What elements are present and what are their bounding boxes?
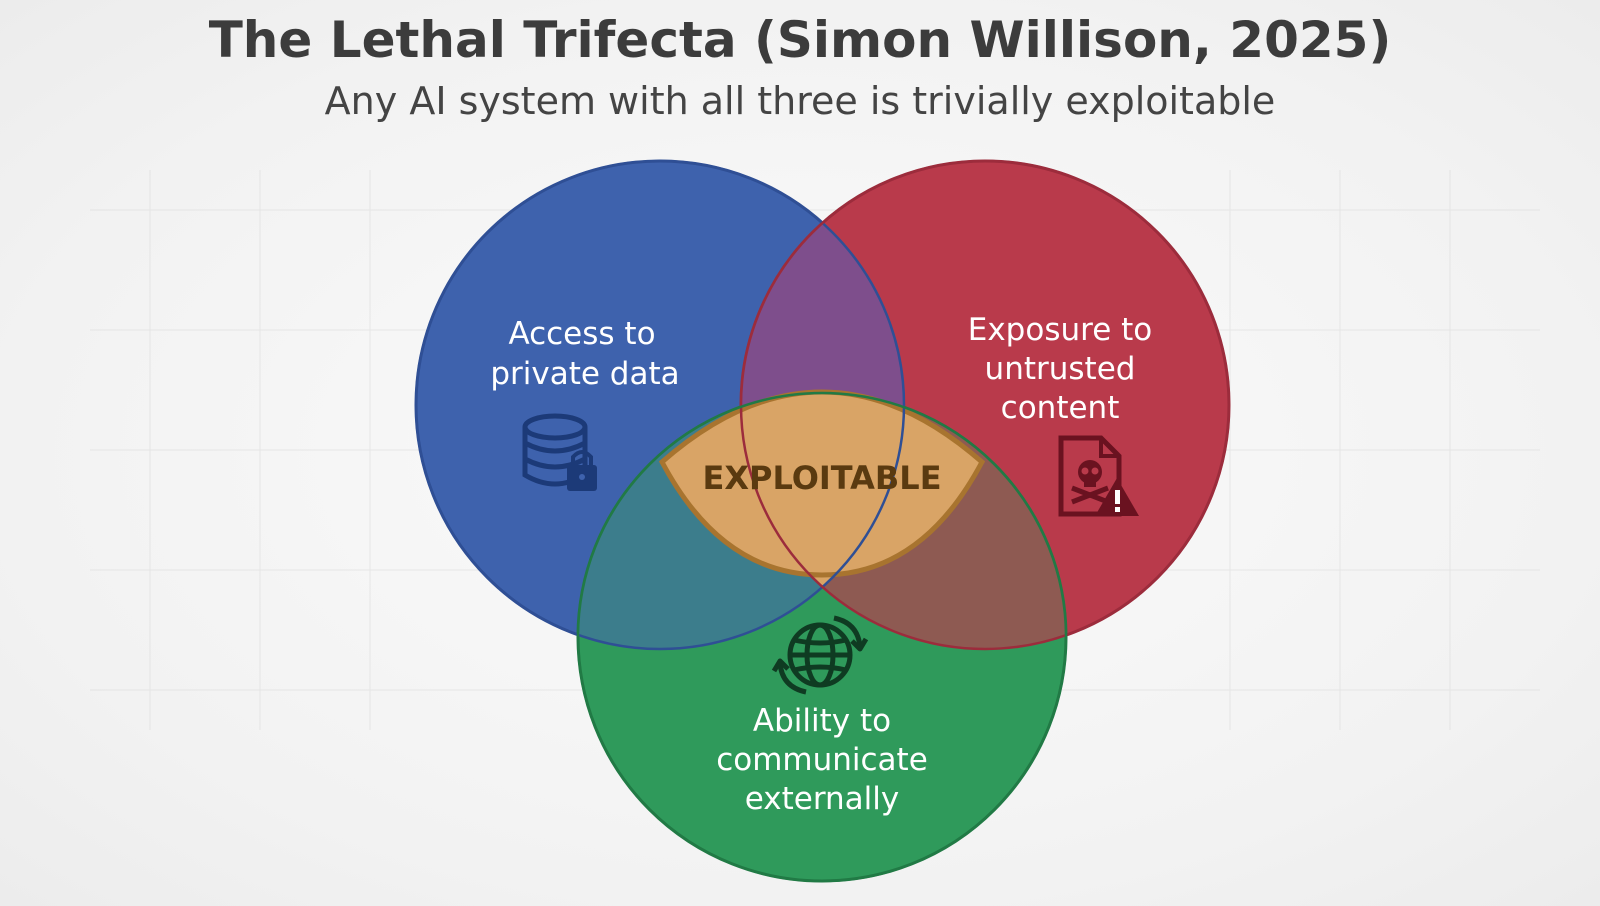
label-untrusted-line1: Exposure to	[968, 312, 1153, 348]
label-communicate-line1: Ability to	[753, 703, 891, 739]
outline-private-data	[414, 159, 906, 651]
label-untrusted-line3: content	[1001, 390, 1120, 426]
database-lock-icon	[522, 413, 597, 491]
document-skull-warning-icon	[1058, 435, 1139, 517]
outline-untrusted-content	[739, 159, 1231, 651]
label-communicate-line3: externally	[745, 781, 900, 817]
label-private-data-line1: Access to	[508, 316, 655, 352]
label-untrusted-line2: untrusted	[985, 351, 1136, 387]
outline-communicate	[576, 391, 1068, 883]
globe-arrows-icon	[771, 615, 869, 695]
center-label-exploitable: EXPLOITABLE	[702, 459, 941, 497]
diagram-title: The Lethal Trifecta (Simon Willison, 202…	[208, 11, 1392, 69]
label-private-data-line2: private data	[490, 356, 679, 392]
diagram-subtitle: Any AI system with all three is triviall…	[324, 79, 1276, 123]
label-communicate-line2: communicate	[716, 742, 928, 778]
